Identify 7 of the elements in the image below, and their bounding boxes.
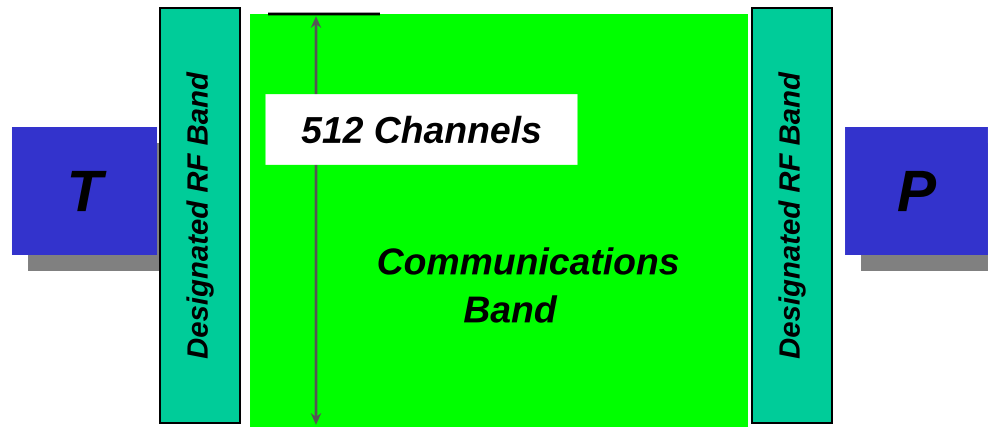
terminal-box: P — [845, 127, 988, 255]
dimension-label: 512 Channels — [266, 94, 578, 165]
rf-band: Designated RF Band — [751, 7, 833, 424]
communications-band — [250, 14, 748, 427]
terminal-box: T — [12, 127, 158, 255]
band-label: Communications Band — [378, 247, 678, 323]
rf-band: Designated RF Band — [159, 7, 241, 424]
